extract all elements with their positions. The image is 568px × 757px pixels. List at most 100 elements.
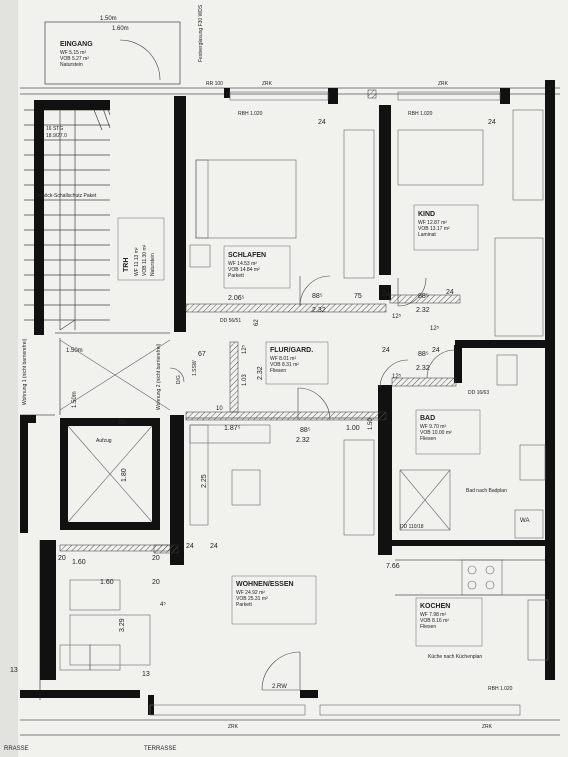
dim-label: 2.32 bbox=[257, 366, 264, 380]
wohnung2-label: Wohnung 2 (nicht barrierefrei) bbox=[156, 343, 162, 410]
annotations: 16 STG 18.9/27.0 Schöck-Schallschutz Pak… bbox=[4, 4, 529, 752]
room-floor: Fliesen bbox=[420, 436, 436, 442]
dimensions: 1.50m 1.60m 1.50m 1.50m 24 24 24 24 24 2… bbox=[10, 16, 496, 678]
room-flur: FLUR/GARD. WF 8.01 m² VOB 8.31 m² Fliese… bbox=[265, 341, 329, 385]
dim-label: 1.60 bbox=[100, 579, 114, 586]
dim-label: 12⁵ bbox=[241, 344, 248, 354]
room-floor: Fliesen bbox=[420, 624, 436, 630]
dim-label: 24 bbox=[186, 543, 194, 550]
room-name: FLUR/GARD. bbox=[270, 347, 313, 354]
dim-label: 1.60 bbox=[72, 559, 86, 566]
dim-label: 12⁵ bbox=[392, 313, 402, 320]
room-floor: Laminat bbox=[418, 232, 436, 238]
stairs-label: 16 STG bbox=[46, 126, 63, 132]
dim-label: 24 bbox=[446, 289, 454, 296]
wa-label: WA bbox=[520, 518, 529, 524]
room-trh: TRH WF 11.13 m² VOB 11.30 m² Naturstein bbox=[117, 217, 165, 281]
dim-label: 13 bbox=[142, 671, 150, 678]
dim-label: 24 bbox=[382, 291, 390, 298]
dim-label: 1.50m bbox=[72, 391, 78, 408]
room-name: WOHNEN/ESSEN bbox=[236, 581, 294, 588]
dim-label: 12⁵ bbox=[430, 325, 440, 332]
dim-label: 88⁵ bbox=[312, 293, 323, 300]
zrk-bottom-1: ZRK bbox=[228, 724, 239, 730]
room-floor: Parkett bbox=[236, 602, 252, 608]
room-vob: VOB 13.17 m² bbox=[418, 226, 450, 232]
room-wf: WF 12.87 m² bbox=[418, 220, 447, 226]
rbh-top-left: RBH 1.020 bbox=[238, 111, 263, 117]
room-wf: WF 7.98 m² bbox=[420, 612, 446, 618]
room-vob: VOB 11.30 m² bbox=[142, 244, 148, 276]
rbh-top-right: RBH 1.020 bbox=[408, 111, 433, 117]
door-swings bbox=[119, 39, 456, 691]
room-wohnen: WOHNEN/ESSEN WF 24.92 m² VOB 25.31 m² Pa… bbox=[231, 575, 317, 625]
room-schlafen: SCHLAFEN WF 14.53 m² VOB 14.84 m² Parket… bbox=[223, 245, 291, 289]
dim-label: 2.06⁵ bbox=[228, 295, 245, 302]
paper-edge-left bbox=[0, 0, 18, 757]
room-kochen: KOCHEN WF 7.98 m² VOB 8.16 m² Fliesen bbox=[415, 597, 483, 647]
zrk-top-2: ZRK bbox=[438, 81, 449, 87]
dim-label: 1.50m bbox=[66, 348, 83, 354]
rbh-bottom: RBH 1.020 bbox=[488, 686, 513, 692]
walls bbox=[20, 80, 555, 715]
room-wf: WF 8.01 m² bbox=[270, 356, 296, 362]
dim-label: 20 bbox=[58, 555, 66, 562]
terrasse-left: RRASSE bbox=[4, 746, 29, 752]
room-vob: VOB 8.31 m² bbox=[270, 362, 299, 368]
rw-label: 2.RW bbox=[272, 684, 287, 690]
dim-label: 1.00 bbox=[346, 425, 360, 432]
dim-label: 2.32 bbox=[296, 437, 310, 444]
room-vob: VOB 25.31 m² bbox=[236, 596, 268, 602]
dim-label: 62 bbox=[254, 319, 260, 326]
outline-lines bbox=[20, 21, 560, 736]
room-floor: Parkett bbox=[228, 273, 244, 279]
dim-label: 67 bbox=[198, 351, 206, 358]
dd-bad-bottom: DD 110/18 bbox=[400, 524, 424, 530]
dim-label: 88⁵ bbox=[300, 427, 311, 434]
dim-label: 24 bbox=[318, 119, 326, 126]
room-vob: VOB 5.27 m² bbox=[60, 56, 89, 62]
dim-label: 7.66 bbox=[386, 563, 400, 570]
dim-label: 13 bbox=[10, 667, 18, 674]
room-vob: VOB 10.00 m² bbox=[420, 430, 452, 436]
dim-label: 1.03 bbox=[242, 374, 248, 386]
zrk-top-1: ZRK bbox=[262, 81, 273, 87]
dim-label: 24 bbox=[432, 347, 440, 354]
fire-door-label: Festverglasung F30 WDS bbox=[198, 4, 204, 62]
dim-label: 24 bbox=[488, 119, 496, 126]
stairs-dim: 18.9/27.0 bbox=[46, 133, 67, 139]
bad-note: Bad nach Badplan bbox=[466, 488, 507, 494]
dg-label: D/G bbox=[176, 375, 182, 384]
room-wf: WF 24.92 m² bbox=[236, 590, 265, 596]
rr-top: RR 100 bbox=[206, 81, 223, 87]
dim-label: 2.32 bbox=[416, 307, 430, 314]
dim-label: 12⁵ bbox=[392, 373, 402, 380]
room-name: KIND bbox=[418, 211, 435, 218]
room-wf: WF 14.53 m² bbox=[228, 261, 257, 267]
room-name: BAD bbox=[420, 415, 435, 422]
dim-label: 1.87⁵ bbox=[224, 425, 241, 432]
room-bad: BAD WF 9.70 m² VOB 10.00 m² Fliesen bbox=[415, 409, 481, 455]
room-kind: KIND WF 12.87 m² VOB 13.17 m² Laminat bbox=[413, 204, 479, 251]
dim-label: 1.80 bbox=[121, 468, 128, 482]
dd-bad-top: DD 16/63 bbox=[468, 390, 489, 396]
dim-label: 3.29 bbox=[119, 618, 126, 632]
dim-label: 4⁵ bbox=[160, 601, 166, 608]
room-vob: VOB 8.16 m² bbox=[420, 618, 449, 624]
dim-label: 20 bbox=[118, 419, 126, 426]
room-vob: VOB 14.84 m² bbox=[228, 267, 260, 273]
dim-label: 24 bbox=[210, 543, 218, 550]
dim-label: 88⁵ bbox=[418, 293, 429, 300]
furniture bbox=[59, 91, 549, 716]
dim-label: 2.32 bbox=[416, 365, 430, 372]
dd-schlafen: DD 56/51 bbox=[220, 318, 241, 324]
room-name: TRH bbox=[123, 258, 130, 272]
room-eingang: EINGANG WF 5.15 m² VOB 5.27 m² Naturstei… bbox=[60, 41, 93, 68]
room-floor: Naturstein bbox=[150, 253, 156, 276]
dim-label: 20 bbox=[152, 579, 160, 586]
wohnung1-label: Wohnung 1 (nicht barrierefrei) bbox=[22, 338, 28, 405]
dim-label: 1.50 bbox=[368, 418, 374, 430]
terrasse-center: TERRASSE bbox=[144, 746, 176, 752]
stairs-note: Schöck-Schallschutz Paket bbox=[36, 193, 97, 199]
